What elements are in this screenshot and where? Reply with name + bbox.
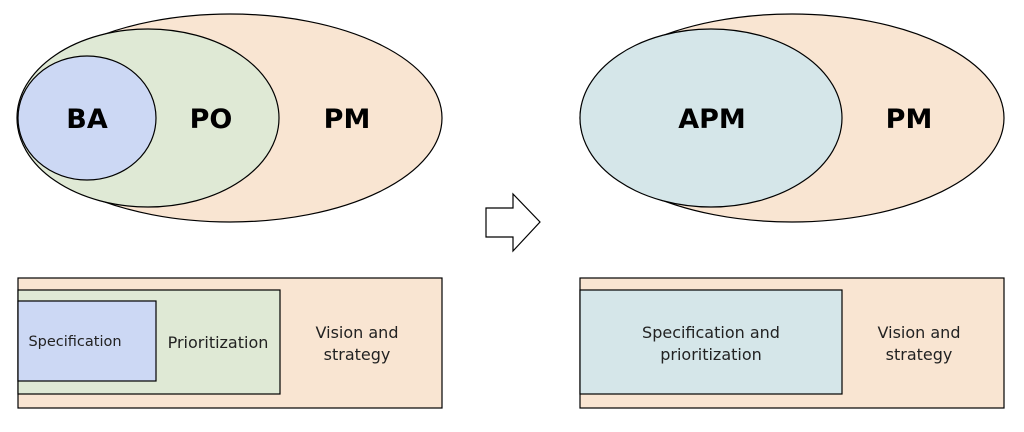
pm-label-right: PM [886, 104, 933, 135]
ba-ellipse [17, 55, 157, 181]
right-boxes: Specification and prioritization Vision … [579, 277, 1005, 409]
right-venn: APM PM [579, 13, 1005, 223]
apm-ellipse [579, 28, 843, 208]
vision-label-right-line1: Vision and [878, 323, 961, 342]
left-venn: BA PO PM [16, 13, 443, 223]
po-label: PO [190, 104, 233, 135]
vision-label-left-line2: strategy [324, 345, 391, 364]
prioritization-label: Prioritization [168, 333, 269, 352]
right-arrow-icon [485, 192, 541, 253]
vision-label-left-line1: Vision and [316, 323, 399, 342]
left-boxes: Specification Prioritization Vision and … [17, 277, 443, 409]
specification-box [17, 300, 157, 382]
specification-label: Specification [28, 334, 121, 350]
ba-label: BA [66, 104, 108, 135]
apm-label: APM [678, 104, 746, 135]
spec-prio-box [579, 289, 843, 395]
spec-prio-label-line2: prioritization [660, 345, 762, 364]
pm-label-left: PM [324, 104, 371, 135]
vision-label-right-line2: strategy [886, 345, 953, 364]
spec-prio-label-line1: Specification and [642, 323, 780, 342]
